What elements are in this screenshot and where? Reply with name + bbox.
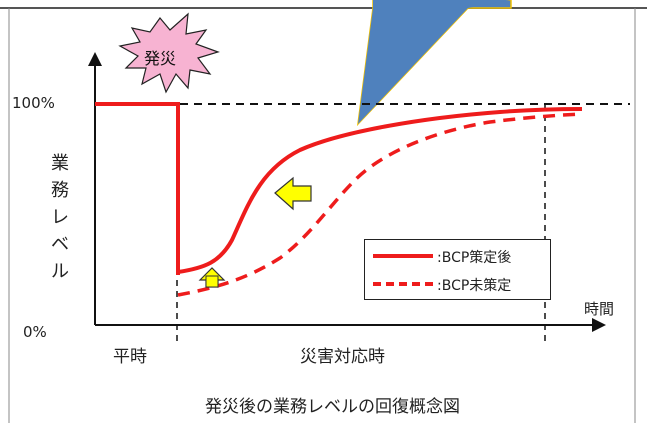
normal-business-level xyxy=(95,102,180,275)
disaster-burst-icon xyxy=(118,12,220,94)
diagram-caption: 発災後の業務レベルの回復概念図 xyxy=(205,397,460,417)
legend-label: :BCP策定後 xyxy=(437,250,512,266)
improvement-arrow-icon xyxy=(274,176,312,211)
callout-body xyxy=(358,0,511,124)
y-axis-title: 業務レベル xyxy=(51,153,69,282)
level-up-arrow-base xyxy=(205,275,219,288)
legend-item-bcp-not-established: :BCP未策定 xyxy=(365,272,550,294)
disaster-event-label: 発災 xyxy=(144,49,177,68)
x-axis-title: 時間 xyxy=(584,300,615,318)
y-label-0: 0% xyxy=(23,323,47,341)
legend-dashed-line xyxy=(373,282,433,286)
legend-item-bcp-established: :BCP策定後 xyxy=(365,244,550,266)
curve-bcp-established xyxy=(177,107,583,274)
response-time-label: 災害対応時 xyxy=(300,347,385,367)
y-label-100: 100% xyxy=(12,94,55,112)
legend-solid-line xyxy=(373,254,433,258)
legend-label: :BCP未策定 xyxy=(437,278,512,294)
legend: :BCP策定後 :BCP未策定 xyxy=(364,239,551,300)
y-axis-arrowhead xyxy=(88,52,102,66)
normal-time-label: 平時 xyxy=(113,347,147,367)
x-axis-arrowhead xyxy=(592,318,606,332)
curve-bcp-not-established xyxy=(177,112,583,297)
